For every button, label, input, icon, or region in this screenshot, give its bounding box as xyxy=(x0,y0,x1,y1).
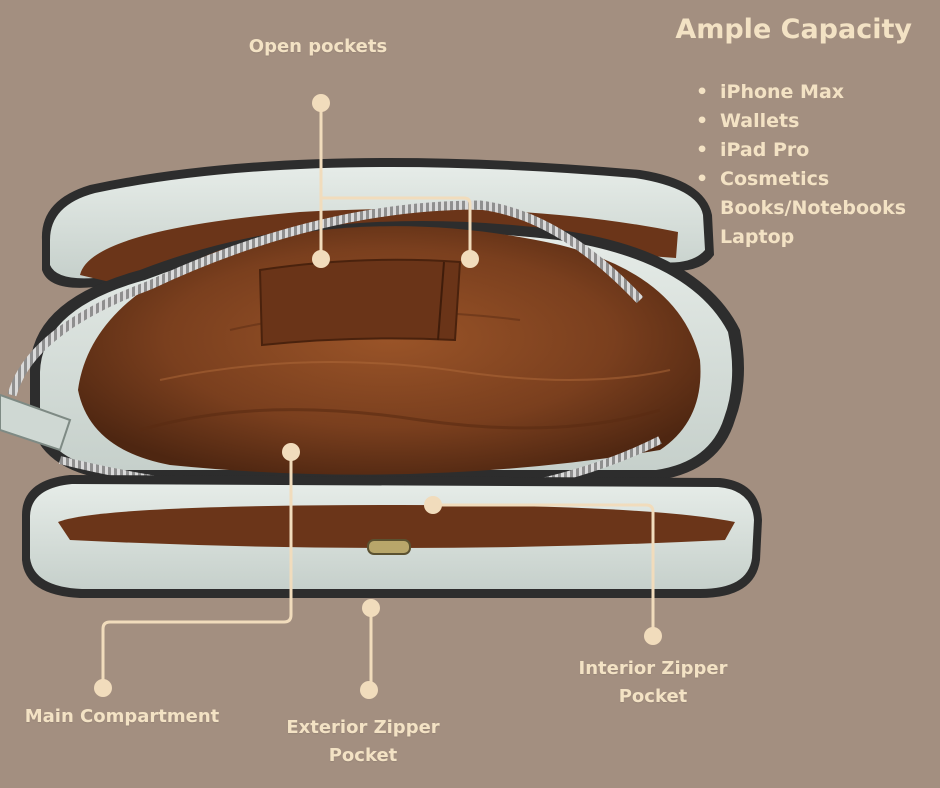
list-item: iPad Pro xyxy=(694,136,906,165)
exterior-zipper-pocket-label: Exterior Zipper Pocket xyxy=(268,714,458,770)
label-line: Interior Zipper xyxy=(578,658,728,679)
list-item: Books/Notebooks xyxy=(720,197,907,219)
label-line: Exterior Zipper xyxy=(286,717,440,738)
list-item: Wallets xyxy=(694,107,906,136)
main-compartment-label: Main Compartment xyxy=(24,706,220,727)
list-item: iPhone Max xyxy=(694,78,906,107)
capacity-heading: Ample Capacity xyxy=(675,14,912,45)
callout-dots xyxy=(94,94,662,699)
list-item: Cosmetics xyxy=(694,165,906,194)
open-pockets-label: Open pockets xyxy=(248,36,388,57)
capacity-list: iPhone Max Wallets iPad Pro Cosmetics Bo… xyxy=(694,78,906,252)
interior-zipper-pocket-label: Interior Zipper Pocket xyxy=(560,655,746,711)
main-compartment-body xyxy=(0,200,744,505)
callout-lines xyxy=(101,103,655,690)
list-item: Laptop xyxy=(720,226,795,248)
label-line: Pocket xyxy=(328,745,398,766)
front-pocket-panel xyxy=(22,475,762,598)
label-line: Pocket xyxy=(618,686,688,707)
